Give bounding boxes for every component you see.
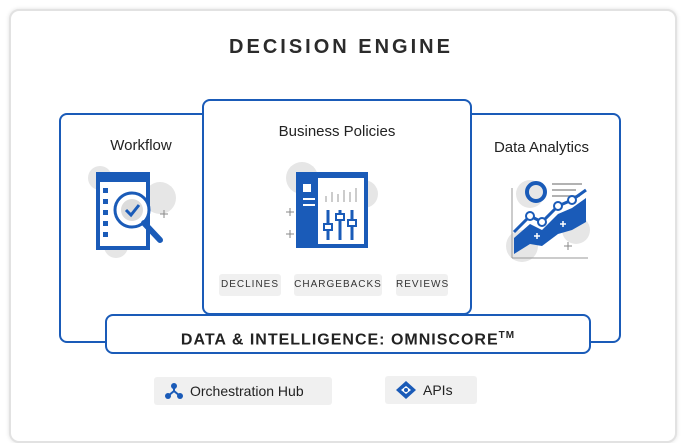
omniscore-bar: DATA & INTELLIGENCE: OMNISCORETM bbox=[105, 314, 591, 354]
chip-chargebacks: CHARGEBACKS bbox=[294, 274, 382, 296]
trademark-mark: TM bbox=[498, 330, 516, 341]
checklist-magnifier-icon bbox=[88, 166, 176, 258]
apis-label: APIs bbox=[423, 382, 453, 398]
business-policies-label: Business Policies bbox=[278, 123, 396, 140]
chip-declines: DECLINES bbox=[219, 274, 281, 296]
api-icon bbox=[396, 381, 416, 399]
apis-pill: APIs bbox=[385, 376, 477, 404]
omniscore-label: DATA & INTELLIGENCE: OMNISCORE bbox=[180, 331, 499, 349]
sliders-panel-icon bbox=[286, 162, 378, 248]
data-analytics-label: Data Analytics bbox=[493, 139, 590, 156]
hierarchy-icon bbox=[165, 383, 183, 399]
orchestration-hub-label: Orchestration Hub bbox=[190, 383, 304, 399]
workflow-label: Workflow bbox=[110, 137, 172, 154]
analytics-chart-icon bbox=[506, 180, 590, 262]
data-analytics-card: Data Analytics bbox=[462, 113, 621, 343]
chip-reviews: REVIEWS bbox=[396, 274, 448, 296]
orchestration-hub-pill: Orchestration Hub bbox=[154, 377, 332, 405]
page-title: DECISION ENGINE bbox=[229, 36, 453, 58]
